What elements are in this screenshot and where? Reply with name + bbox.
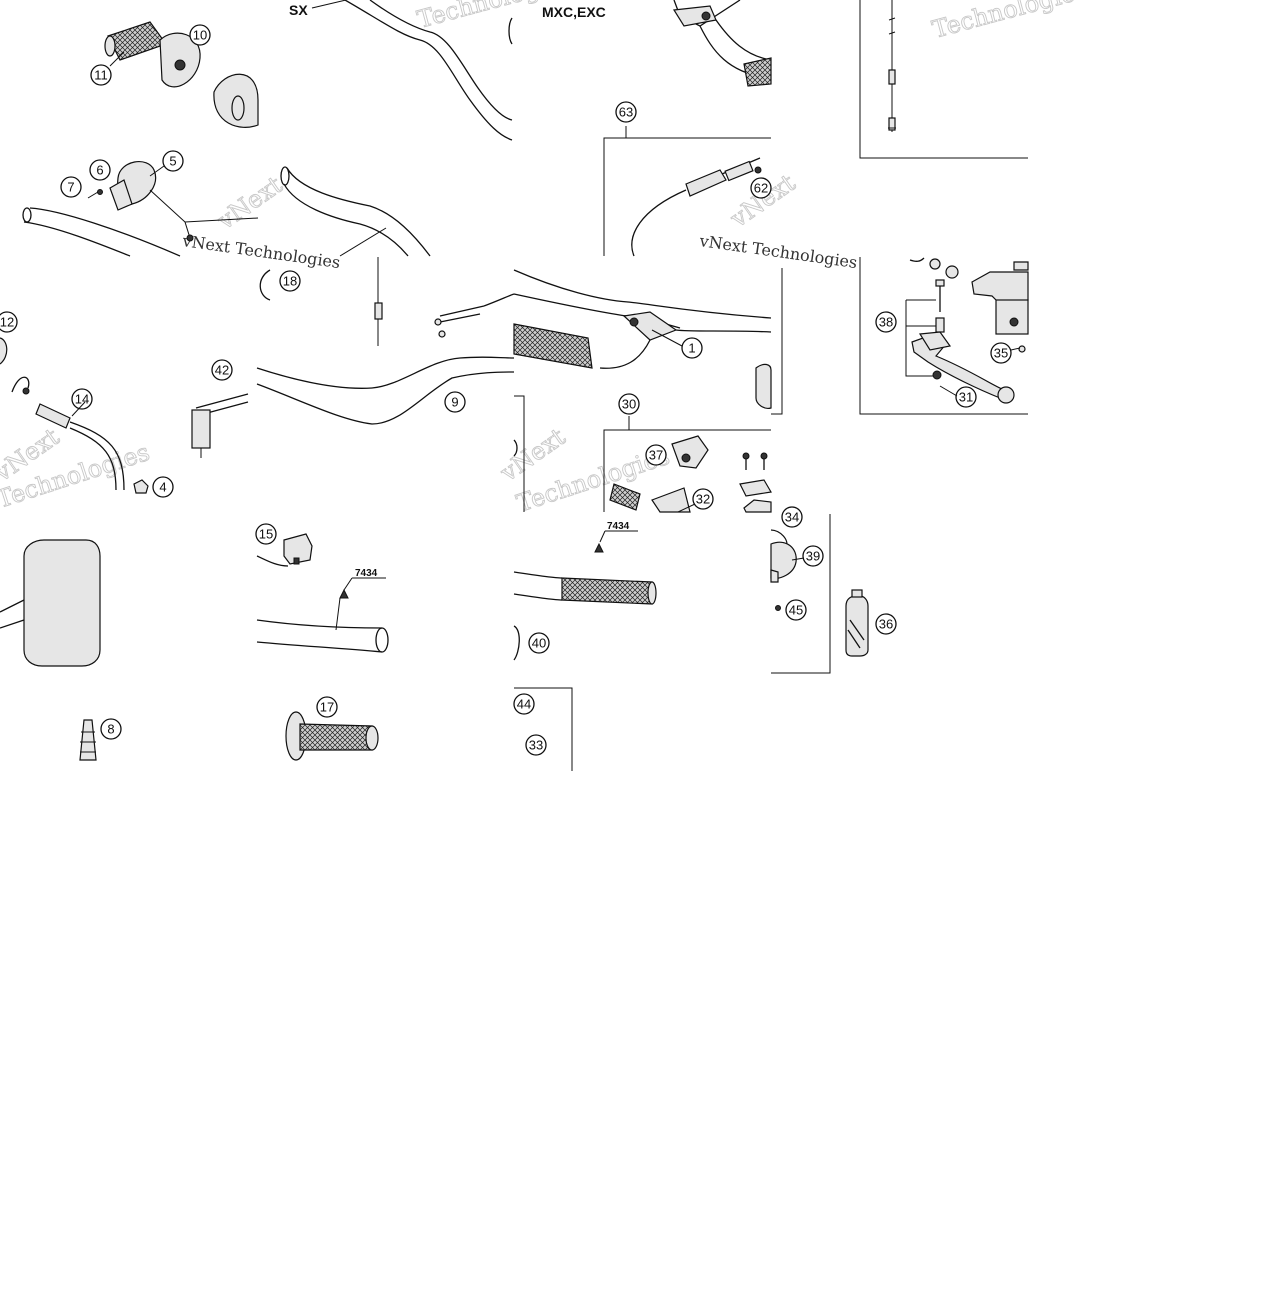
callout-38: 38 <box>875 311 897 333</box>
svg-text:40: 40 <box>532 636 546 651</box>
callout-33: 33 <box>525 734 547 756</box>
part-code-7434-b: 7434 <box>607 521 630 532</box>
bar-end-7434-knurled-drawing: 7434 <box>513 521 657 605</box>
svg-text:11: 11 <box>94 68 108 83</box>
svg-text:32: 32 <box>696 492 710 507</box>
switch-15-drawing <box>256 533 313 567</box>
bar-end-7434-drawing: 7434 <box>256 568 389 653</box>
svg-text:5: 5 <box>169 154 176 169</box>
variant-label-sx: SX <box>289 2 308 18</box>
svg-text:45: 45 <box>789 603 803 618</box>
cable-end-42-drawing <box>191 393 249 458</box>
callout-30: 30 <box>618 393 640 415</box>
svg-text:31: 31 <box>959 390 973 405</box>
leader-lines <box>71 51 1021 561</box>
lever-box-30 <box>603 416 772 513</box>
callout-32: 32 <box>692 488 714 510</box>
callout-62: 62 <box>750 177 772 199</box>
ring-18-drawing <box>259 269 271 301</box>
svg-text:15: 15 <box>259 527 273 542</box>
svg-text:30: 30 <box>622 397 636 412</box>
svg-text:9: 9 <box>451 395 458 410</box>
cable-box-top-right <box>859 0 1028 159</box>
callout-10: 10 <box>189 24 211 46</box>
callout-5: 5 <box>162 150 184 172</box>
reservoir-box <box>770 514 831 674</box>
nut-4-drawing <box>133 479 149 494</box>
svg-text:4: 4 <box>159 480 166 495</box>
cable-14-drawing <box>11 376 125 491</box>
callout-35: 35 <box>990 342 1012 364</box>
svg-text:38: 38 <box>879 315 893 330</box>
variant-label-mxc-exc: MXC,EXC <box>542 4 606 20</box>
callout-39: 39 <box>802 545 824 567</box>
callout-6: 6 <box>89 159 111 181</box>
part-code-7434-a: 7434 <box>355 568 378 579</box>
switch-part-12-drawing <box>0 337 8 365</box>
svg-text:36: 36 <box>879 617 893 632</box>
sx-handlebar-drawing <box>280 0 513 257</box>
frame-lines-tile6 <box>513 395 525 512</box>
cover-part-drawing <box>0 539 101 667</box>
svg-text:37: 37 <box>649 448 663 463</box>
svg-text:39: 39 <box>806 549 820 564</box>
throttle-housing-drawing <box>87 161 259 242</box>
callout-4: 4 <box>152 476 174 498</box>
part-40-drawing <box>513 625 520 661</box>
svg-text:12: 12 <box>0 315 14 330</box>
grip-17-drawing <box>285 711 379 761</box>
callout-45: 45 <box>785 599 807 621</box>
callout-1: 1 <box>681 337 703 359</box>
svg-text:10: 10 <box>193 28 207 43</box>
svg-text:34: 34 <box>785 510 799 525</box>
svg-text:44: 44 <box>517 697 531 712</box>
svg-text:42: 42 <box>215 363 229 378</box>
callout-34: 34 <box>781 506 803 528</box>
svg-text:33: 33 <box>529 738 543 753</box>
svg-text:7: 7 <box>67 180 74 195</box>
callout-42: 42 <box>211 359 233 381</box>
callout-12: 12 <box>0 311 18 333</box>
callout-9: 9 <box>444 391 466 413</box>
watermark-vnext-technologies-1: vNext Technologies <box>180 231 341 272</box>
svg-text:35: 35 <box>994 346 1008 361</box>
callout-37: 37 <box>645 444 667 466</box>
callout-18: 18 <box>279 270 301 292</box>
brake-lever-box <box>771 257 1029 415</box>
svg-text:6: 6 <box>96 163 103 178</box>
watermark-vnext-technologies-2: vNext Technologies <box>697 231 858 272</box>
callout-7: 7 <box>60 176 82 198</box>
watermark-technologies-2: Technologies <box>929 0 1090 44</box>
svg-text:18: 18 <box>283 274 297 289</box>
cable-box-63 <box>603 126 771 257</box>
svg-text:63: 63 <box>619 105 633 120</box>
callout-15: 15 <box>255 523 277 545</box>
handlebar-end-drawing-1 <box>22 207 181 257</box>
callout-40: 40 <box>528 632 550 654</box>
callout-63: 63 <box>615 101 637 123</box>
small-parts-box <box>514 687 573 771</box>
throttle-grip-drawing <box>104 21 259 128</box>
callout-14: 14 <box>71 388 93 410</box>
handlebar-1-drawing <box>513 269 772 409</box>
svg-text:8: 8 <box>107 722 114 737</box>
handlebar-9-drawing <box>256 356 515 425</box>
svg-text:1: 1 <box>688 341 695 356</box>
callout-17: 17 <box>316 696 338 718</box>
watermark-vnext-1: vNext <box>212 171 288 236</box>
mxc-exc-handlebar-drawing <box>672 0 772 87</box>
svg-text:17: 17 <box>320 700 334 715</box>
callout-44: 44 <box>513 693 535 715</box>
svg-text:14: 14 <box>75 392 89 407</box>
brake-oil-36-drawing <box>845 589 869 657</box>
callout-31: 31 <box>955 386 977 408</box>
callout-8: 8 <box>100 718 122 740</box>
callout-11: 11 <box>90 64 112 86</box>
svg-text:62: 62 <box>754 181 768 196</box>
callout-36: 36 <box>875 613 897 635</box>
cap-8-drawing <box>79 719 97 761</box>
cable-wire-drawing <box>374 257 515 346</box>
